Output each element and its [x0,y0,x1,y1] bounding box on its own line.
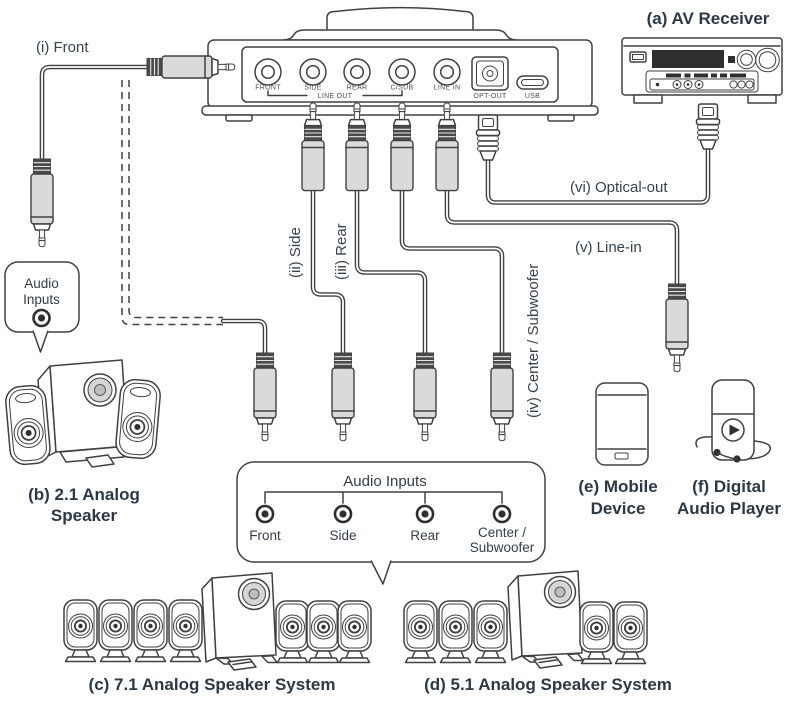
digital-audio-player [695,379,772,463]
knob-platform [282,29,518,41]
front-port-label: FRONT [255,85,281,92]
panel-label-center-line2: Subwoofer [470,540,535,555]
av-receiver [621,37,783,104]
dap-label-line1: (f) Digital [692,477,766,496]
front-plug-speaker-end [30,158,54,248]
subwoofer-7-1 [201,572,278,671]
play-icon [729,424,740,436]
speaker-2-1 [5,359,161,468]
callout-jack [32,308,51,328]
receiver-foot-left [633,94,663,104]
panel-pointer [370,560,392,585]
center-sub-cable-label: (iv) Center / Subwoofer [525,264,542,418]
receiver-foot-right [747,94,777,104]
front-input-plug [253,352,277,442]
speaker-2-1-label-line2: Speaker [51,506,118,525]
side-port [299,58,327,86]
panel-jack-side [333,504,353,524]
rear-input-plug [413,352,437,442]
optical-out-port [471,56,509,91]
panel-jack-front [255,504,275,524]
rear-plug-top [345,102,369,192]
line-out-group-label: LINE OUT [318,93,353,100]
csub-input-plug [490,352,514,442]
side-cable-label: (ii) Side [287,227,304,278]
av-receiver-label: (a) AV Receiver [647,9,770,28]
center-subwoofer-cable [399,188,505,356]
satellite-right [115,378,161,460]
callout-line1: Audio [24,276,59,291]
panel-title: Audio Inputs [343,473,426,490]
mobile-label-line2: Device [591,499,646,518]
panel-jack-rear [415,504,435,524]
line-in-cable [444,188,680,287]
front-alt-dashed-route [121,80,223,326]
line-out-bracket [267,90,403,97]
panel-label-rear: Rear [410,528,440,543]
line-in-plug-bottom [665,283,689,373]
speaker-2-1-label-line1: (b) 2.1 Analog [28,485,140,504]
display [652,50,724,68]
dap-label-line2: Audio Player [677,499,781,518]
system-5-1-label: (d) 5.1 Analog Speaker System [424,675,672,694]
panel-label-center-line1: Center / [478,525,526,540]
usb-port [516,75,549,90]
side-cable [310,188,346,356]
rear-port-label: REAR [347,85,368,92]
panel-bracket [264,491,503,504]
line-in-cable-label: (v) Line-in [575,239,642,256]
csub-plug-top [390,102,414,192]
front-cable-label: (i) Front [36,39,89,56]
optical-plug-receiver-side [695,103,721,150]
panel-label-side: Side [329,528,356,543]
line-in-plug-top [435,102,459,192]
home-button [614,452,629,460]
sound-card: FRONT SIDE REAR C/SUB LINE IN LINE OUT O… [201,6,599,122]
device-foot-left [225,114,253,122]
side-input-plug [331,352,355,442]
rear-port [343,58,371,86]
audio-inputs-callout: Audio Inputs [4,261,80,353]
usb-port-label: USB [525,93,540,100]
callout-line2: Inputs [23,292,60,307]
subwoofer-5-1 [507,570,584,669]
earbud-cord-left [695,436,713,448]
optical-cable-label: (vi) Optical-out [570,179,668,196]
rear-cable [354,188,428,356]
line-in-port-label: LINE IN [434,85,461,92]
button-row [666,73,746,78]
audio-inputs-panel: Audio Inputs Front Side Rear Center / Su… [236,461,546,585]
system-7-1-label: (c) 7.1 Analog Speaker System [89,675,336,694]
mobile-device [595,382,649,466]
rear-cable-label: (iii) Rear [333,223,350,280]
optical-plug-device-side [475,114,501,161]
mobile-label-line1: (e) Mobile [578,477,657,496]
optical-cable [485,147,711,205]
device-foot-right [547,114,575,122]
line-in-port [433,58,461,86]
speaker-system-7-1 [63,572,372,671]
panel-jack-center [492,504,512,524]
csub-port [388,58,416,86]
callout-pointer [32,330,49,353]
panel-label-front: Front [249,528,281,543]
side-plug-top [301,102,325,192]
csub-port-label: C/SUB [391,85,414,92]
speaker-system-5-1 [403,570,648,669]
optical-out-port-label: OPT-OUT [473,93,507,100]
front-input-cable [220,318,268,356]
side-port-label: SIDE [304,85,322,92]
front-port [254,58,282,86]
satellite-left [5,384,51,466]
front-cable [39,64,150,162]
